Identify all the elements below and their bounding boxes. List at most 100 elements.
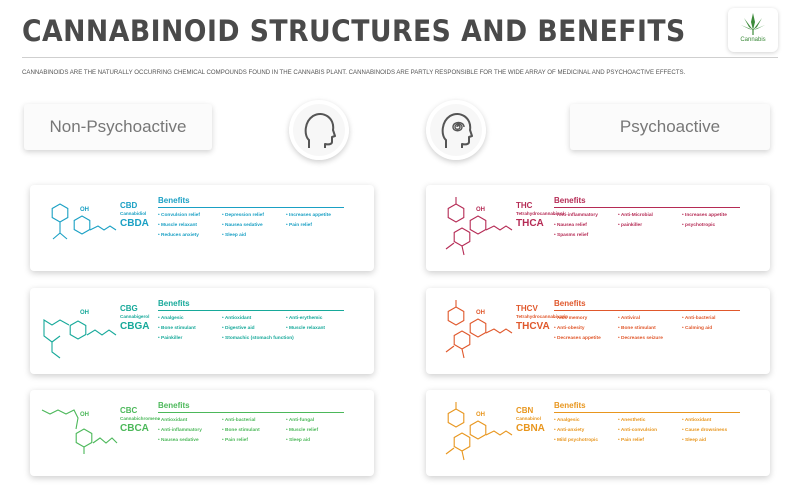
benefit-item: Nausea sedative	[222, 222, 286, 230]
molecule-diagram: OH	[434, 296, 514, 373]
compound-full-name: Tetrahydrocannabinol	[516, 211, 564, 216]
molecule-structure-icon: OH	[41, 409, 118, 454]
benefits-list: Anti-inflammatoryAnti-MicrobialIncreases…	[554, 212, 754, 240]
benefit-item: Bone stimulant	[618, 325, 682, 333]
benefit-item: Anti-erythemic	[286, 315, 356, 323]
compound-full-name: Cannabichromene	[120, 416, 161, 421]
benefit-item: Muscle relaxant	[158, 222, 222, 230]
cannabinoid-card-thc: OHTHCTetrahydrocannabinolTHCABenefitsAnt…	[426, 185, 770, 271]
svg-text:OH: OH	[476, 310, 485, 316]
cannabinoid-card-cbn: OHCBNCannabinolCBNABenefitsAnalgesicAnes…	[426, 390, 770, 476]
benefit-item: Anti-bacterial	[222, 417, 286, 425]
benefits-heading: Benefits	[158, 299, 190, 308]
benefit-item: Sleep aid	[222, 232, 286, 240]
head-spiral-icon	[441, 112, 473, 148]
intro-text: CANNABINOIDS ARE THE NATURALLY OCCURRING…	[22, 69, 686, 76]
benefit-item: Pain relief	[286, 222, 356, 230]
benefits-divider	[554, 310, 740, 311]
compound-abbreviation: THCV	[516, 304, 538, 313]
compound-abbreviation: THC	[516, 201, 533, 210]
benefits-heading: Benefits	[158, 401, 190, 410]
molecule-structure-icon: OH	[445, 402, 513, 461]
benefit-item: Sleep aid	[682, 437, 752, 445]
head-profile-icon	[304, 112, 336, 148]
page-title: CANNABINOID STRUCTURES AND BENEFITS	[22, 14, 686, 48]
benefits-divider	[554, 207, 740, 208]
benefit-item: Anti-anxiety	[554, 427, 618, 435]
benefit-item: Spasms relief	[554, 232, 618, 240]
compound-full-name: Cannabigerol	[120, 314, 150, 319]
molecule-structure-icon: OH	[445, 197, 513, 256]
benefits-divider	[554, 412, 740, 413]
benefit-item: Analgesic	[158, 315, 222, 323]
molecule-diagram: OH	[38, 193, 118, 270]
benefit-item: Increases appetite	[682, 212, 752, 220]
cannabinoid-card-cbg: OHCBGCannabigerolCBGABenefitsAnalgesicAn…	[30, 288, 374, 374]
compound-full-name: Tetrahydrocannabivarin	[516, 314, 568, 319]
psychoactive-head-badge	[426, 100, 486, 160]
svg-text:OH: OH	[80, 412, 89, 418]
benefit-item: Bone stimulant	[158, 325, 222, 333]
benefit-item: Anti-fungal	[286, 417, 356, 425]
benefits-list: AnalgesicAnestheticAntioxidantAnti-anxie…	[554, 417, 754, 445]
benefits-divider	[158, 207, 344, 208]
benefit-item: Decreases seizure	[618, 335, 682, 343]
benefit-item: Sleep aid	[286, 437, 356, 445]
benefit-item: Anti-obesity	[554, 325, 618, 333]
benefit-item: Nausea relief	[554, 222, 618, 230]
molecule-structure-icon: OH	[51, 203, 117, 240]
benefit-item: Mild psychotropic	[554, 437, 618, 445]
molecule-diagram: OH	[38, 296, 118, 373]
benefit-item: Decreases appetite	[554, 335, 618, 343]
compound-abbreviation: CBG	[120, 304, 138, 313]
benefit-item: Muscle relaxant	[286, 325, 356, 333]
cannabis-leaf-icon	[741, 13, 765, 35]
benefit-item: Calming aid	[682, 325, 752, 333]
benefit-item: Antioxidant	[682, 417, 752, 425]
benefit-item: Bone stimulant	[222, 427, 286, 435]
svg-text:OH: OH	[476, 412, 485, 418]
compound-acid-abbreviation: THCVA	[516, 321, 550, 332]
benefit-item: psychotropic	[682, 222, 752, 230]
title-divider	[22, 57, 778, 58]
svg-text:OH: OH	[80, 207, 89, 213]
benefit-item: Cause drowsiness	[682, 427, 752, 435]
benefit-item: Anesthetic	[618, 417, 682, 425]
compound-abbreviation: CBC	[120, 406, 138, 415]
benefits-list: AntioxidantAnti-bacterialAnti-fungalAnti…	[158, 417, 358, 445]
compound-acid-abbreviation: CBDA	[120, 218, 149, 229]
benefits-list: Aids memoryAntiviralAnti-bacterialAnti-o…	[554, 315, 754, 343]
benefits-divider	[158, 412, 344, 413]
benefit-item: Anti-Microbial	[618, 212, 682, 220]
svg-text:OH: OH	[476, 207, 485, 213]
svg-text:OH: OH	[80, 310, 89, 316]
category-psychoactive: Psychoactive	[570, 104, 770, 150]
benefit-item: Pain relief	[618, 437, 682, 445]
benefits-list: AnalgesicAntioxidantAnti-erythemicBone s…	[158, 315, 358, 343]
compound-full-name: Cannabidiol	[120, 211, 147, 216]
benefit-item: Painkiller	[158, 335, 222, 343]
benefit-item: Convulsion relief	[158, 212, 222, 220]
cannabinoid-card-cbc: OHCBCCannabichromeneCBCABenefitsAntioxid…	[30, 390, 374, 476]
benefits-heading: Benefits	[554, 299, 586, 308]
molecule-diagram: OH	[434, 398, 514, 475]
benefit-item: Anti-convulsion	[618, 427, 682, 435]
benefit-item: Digestive aid	[222, 325, 286, 333]
benefit-item: Muscle relief	[286, 427, 356, 435]
compound-acid-abbreviation: CBGA	[120, 321, 150, 332]
cannabinoid-card-cbd: OHCBDCannabidiolCBDABenefitsConvulsion r…	[30, 185, 374, 271]
benefits-heading: Benefits	[554, 196, 586, 205]
benefit-item: Depression relief	[222, 212, 286, 220]
benefit-item: Pain relief	[222, 437, 286, 445]
benefit-item: Nausea sedative	[158, 437, 222, 445]
benefit-item: Anti-bacterial	[682, 315, 752, 323]
benefit-item: Increases appetite	[286, 212, 356, 220]
benefit-item: painkiller	[618, 222, 682, 230]
benefits-heading: Benefits	[554, 401, 586, 410]
cannabis-logo: Cannabis	[728, 8, 778, 52]
calm-head-badge	[289, 100, 349, 160]
molecule-diagram: OH	[434, 193, 514, 270]
benefit-item: Antioxidant	[222, 315, 286, 323]
benefit-item: Analgesic	[554, 417, 618, 425]
